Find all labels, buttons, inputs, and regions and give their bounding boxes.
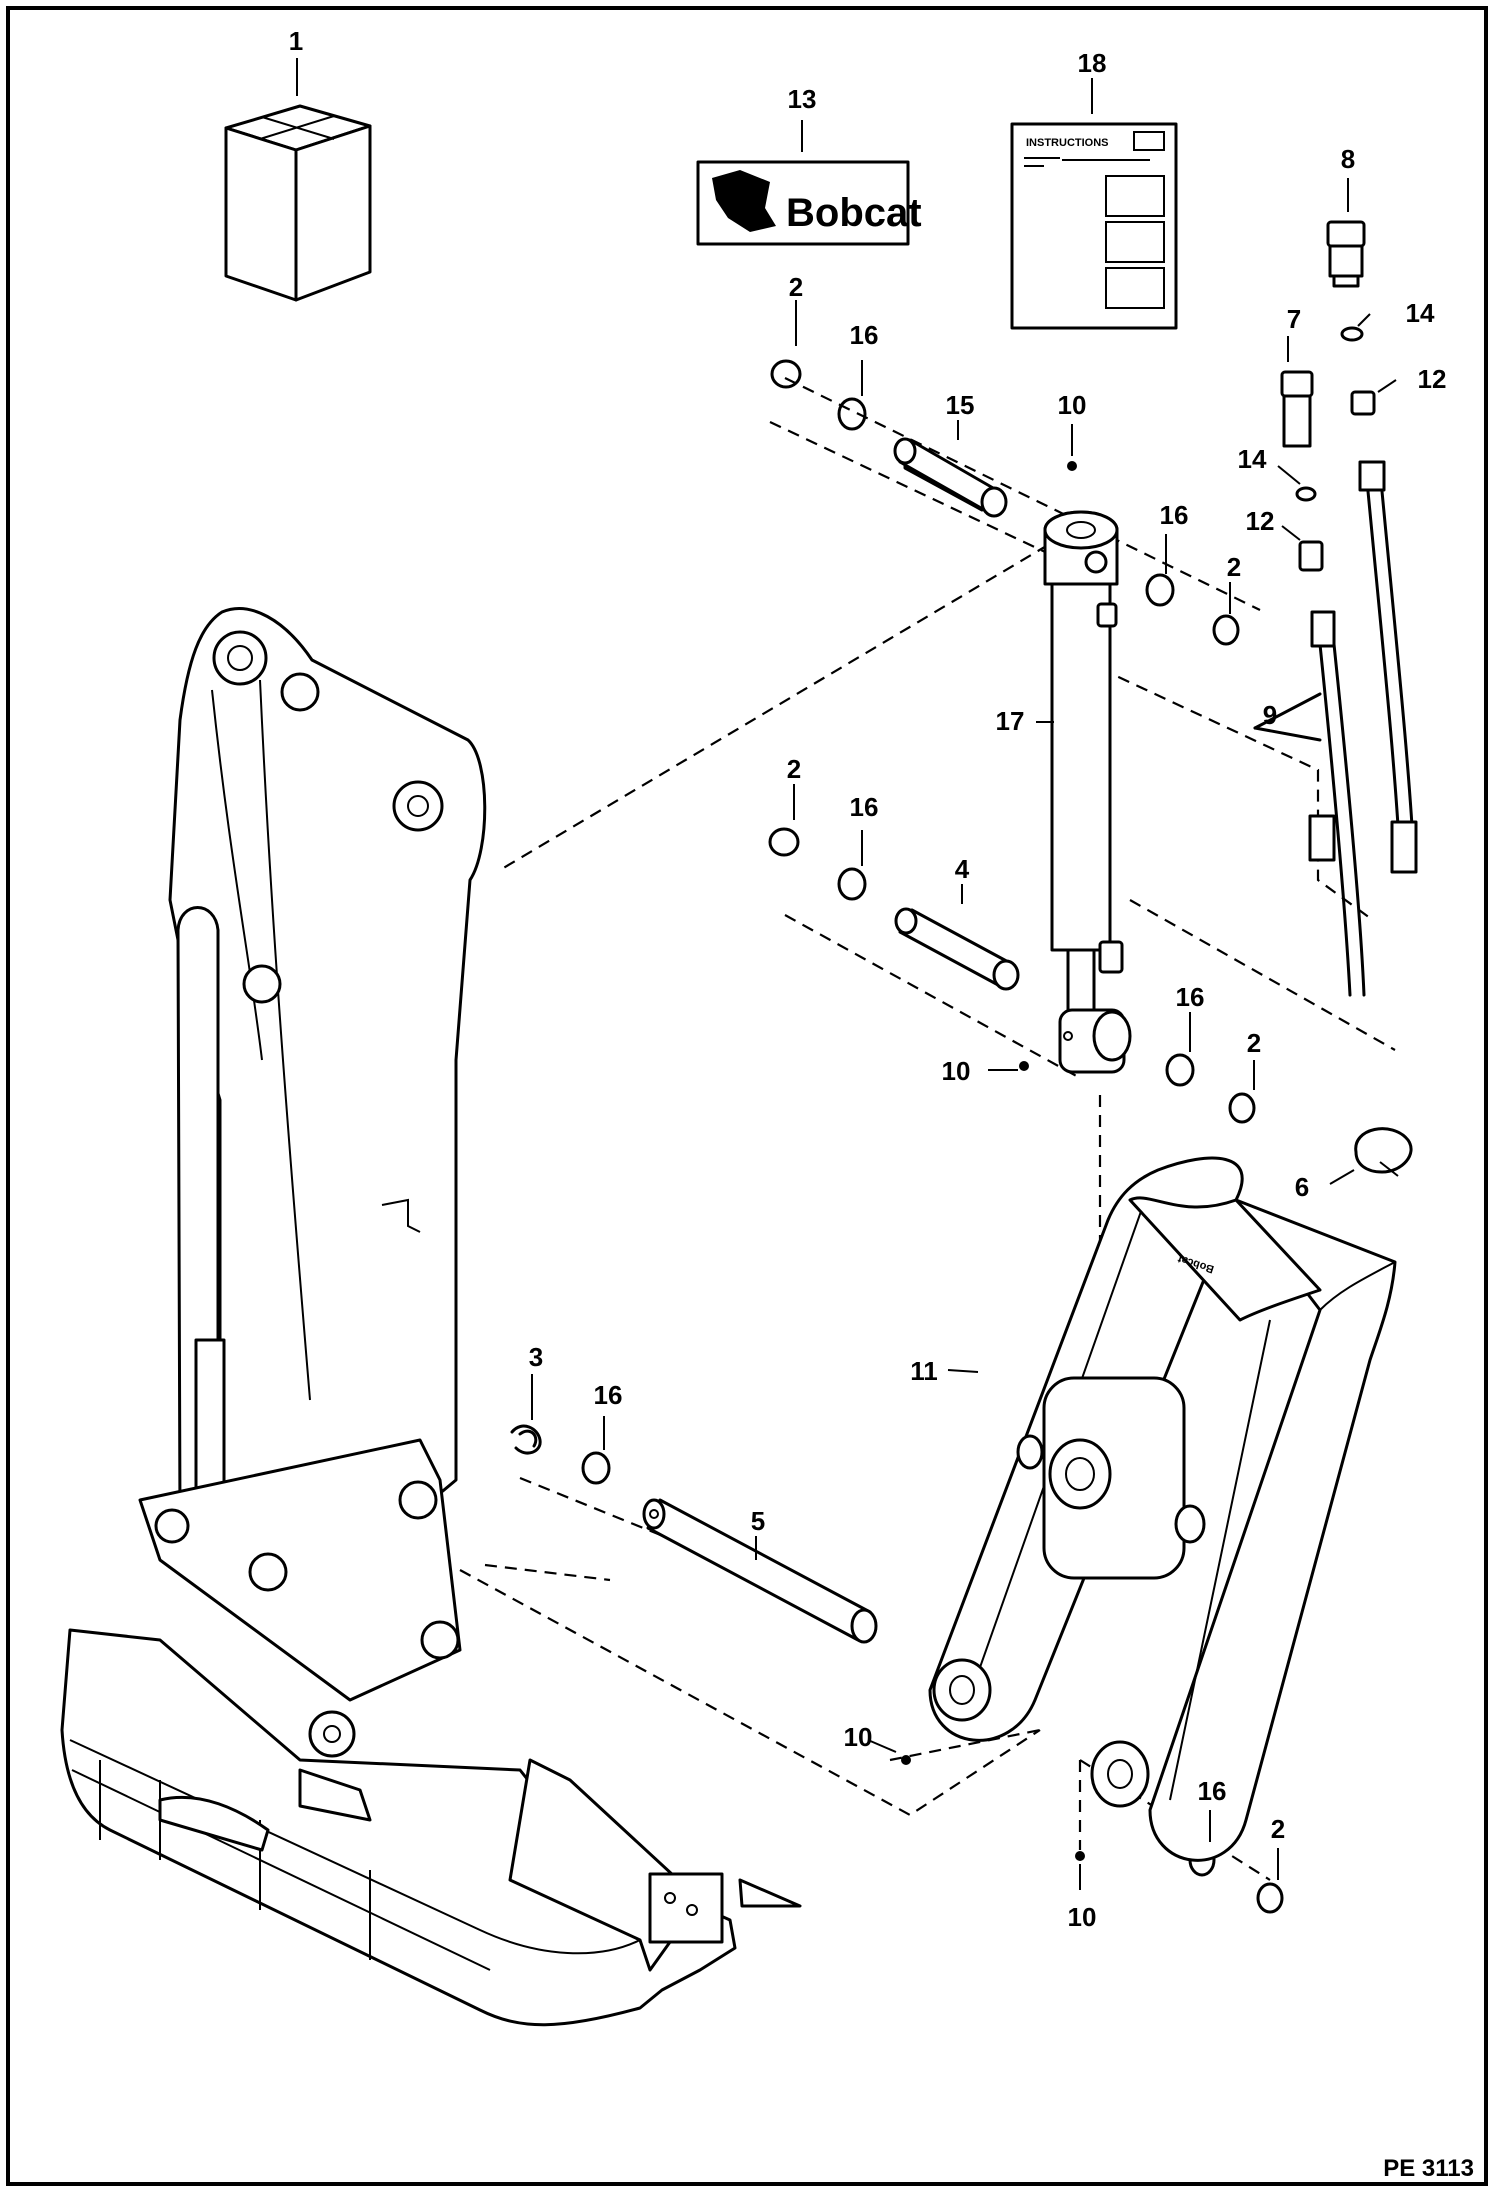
- callout-1: 1: [289, 26, 303, 56]
- callout-16-c: 16: [850, 792, 879, 822]
- callout-8: 8: [1341, 144, 1355, 174]
- hydraulic-fittings: [1280, 220, 1376, 572]
- excavator-bucket: [60, 1628, 802, 2027]
- manual-heading: INSTRUCTIONS: [1026, 137, 1109, 149]
- kit-box: [224, 104, 372, 302]
- hydraulic-hoses: [1253, 460, 1418, 997]
- callout-16-b: 16: [1160, 500, 1189, 530]
- callout-2-d: 2: [1247, 1028, 1261, 1058]
- callout-7: 7: [1287, 304, 1301, 334]
- callout-11: 11: [910, 1356, 938, 1386]
- callout-15: 15: [946, 390, 975, 420]
- decal-brand-text: Bobcat: [786, 191, 922, 235]
- callout-12-b: 12: [1246, 506, 1275, 536]
- bobcat-decal: Bobcat: [696, 160, 922, 246]
- callout-16-e: 16: [594, 1380, 623, 1410]
- callout-2-c: 2: [787, 754, 801, 784]
- pins: [642, 437, 1020, 1644]
- callout-2-e: 2: [1271, 1814, 1285, 1844]
- callout-5: 5: [751, 1506, 765, 1536]
- thumb-attachment: Bobcat: [928, 1156, 1397, 1862]
- callout-2-b: 2: [1227, 552, 1241, 582]
- callout-16-d: 16: [1176, 982, 1205, 1012]
- instruction-manual: INSTRUCTIONS: [1010, 122, 1178, 330]
- callout-12-a: 12: [1418, 364, 1447, 394]
- callout-18: 18: [1078, 48, 1107, 78]
- callout-9: 9: [1263, 700, 1277, 730]
- callout-labels: 1 13 18 8 2 16 15 10 7 14 12 14 12 16 2 …: [289, 26, 1447, 1932]
- callout-6: 6: [1295, 1172, 1309, 1202]
- callout-3: 3: [529, 1342, 543, 1372]
- document-id: PE 3113: [1383, 2155, 1474, 2182]
- grease-fittings: [901, 461, 1085, 1861]
- callout-10-a: 10: [1058, 390, 1087, 420]
- callout-10-d: 10: [1068, 1902, 1097, 1932]
- excavator-arm: [138, 607, 487, 1758]
- callout-14-a: 14: [1406, 298, 1435, 328]
- washers: [510, 359, 1413, 1914]
- callout-10-b: 10: [942, 1056, 971, 1086]
- callout-4: 4: [955, 854, 970, 884]
- callout-17: 17: [996, 706, 1025, 736]
- callout-16-a: 16: [850, 320, 879, 350]
- callout-2-a: 2: [789, 272, 803, 302]
- callout-13: 13: [788, 84, 817, 114]
- hydraulic-cylinder: [1043, 510, 1132, 1074]
- leader-lines: [296, 58, 1397, 1890]
- callout-16-f: 16: [1198, 1776, 1227, 1806]
- callout-10-c: 10: [844, 1722, 873, 1752]
- callout-14-b: 14: [1238, 444, 1267, 474]
